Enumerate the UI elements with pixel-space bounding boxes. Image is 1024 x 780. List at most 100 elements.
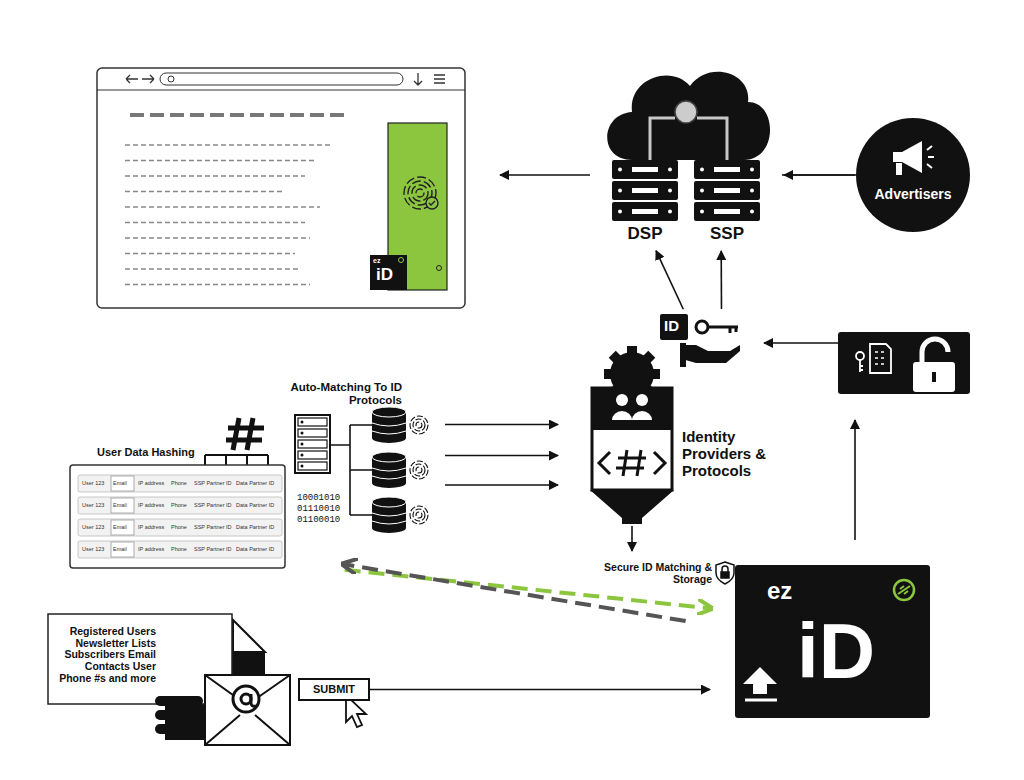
- text-label: Advertisers: [856, 186, 970, 203]
- server-led: [700, 168, 704, 172]
- server-unit: [612, 160, 678, 179]
- text-placeholder: [125, 160, 315, 162]
- server-led: [618, 189, 622, 193]
- circle-shape: [412, 185, 428, 201]
- circle-shape: [616, 394, 628, 406]
- path-shape: [226, 418, 264, 450]
- rect-shape: [155, 710, 203, 720]
- cloud: [607, 72, 770, 160]
- rect-shape: [97, 68, 465, 308]
- server-stacks: [612, 160, 760, 221]
- circle-shape: [168, 76, 174, 82]
- path-shape: [429, 201, 435, 205]
- table-cell: Phone: [171, 524, 187, 531]
- table-cell: Email: [113, 546, 127, 553]
- path-shape: [927, 146, 934, 168]
- arrow: [854, 420, 856, 540]
- data-table: [70, 465, 285, 568]
- table-cell: Phone: [171, 480, 187, 487]
- g-shape: [125, 145, 330, 285]
- ezid-box: eziD: [735, 565, 930, 718]
- table-cell: User 123: [82, 524, 104, 531]
- path-shape: [716, 562, 734, 584]
- rect-shape: [592, 388, 672, 490]
- email-cell: [111, 542, 134, 557]
- fingerprint: [410, 506, 428, 524]
- ad-badge: eziD: [370, 255, 407, 290]
- path-shape: [870, 344, 891, 373]
- stack-icon: [155, 696, 203, 734]
- server-unit: [694, 181, 760, 200]
- path-shape: [233, 620, 265, 652]
- table-cell: User 123: [82, 502, 104, 509]
- fingerprint: [416, 467, 422, 473]
- circle-shape: [636, 394, 648, 406]
- circle-shape: [404, 177, 436, 209]
- contact-card: Registered Users Newsletter Lists Subscr…: [48, 614, 232, 704]
- text-placeholder: [125, 284, 310, 286]
- path-shape: [682, 345, 740, 363]
- advertisers-circle: Advertisers: [856, 118, 974, 232]
- arrow: [500, 174, 590, 176]
- arrow: [764, 342, 838, 344]
- databases: [372, 407, 428, 533]
- path-shape: [708, 327, 738, 333]
- connector: [656, 251, 683, 310]
- text-label: SSP: [690, 224, 764, 244]
- circle-shape: [399, 258, 404, 263]
- table-cell: IP address: [138, 480, 164, 487]
- fingerprint: [413, 509, 425, 521]
- text-label: SUBMIT: [313, 683, 355, 696]
- table-cell: Email: [113, 480, 127, 487]
- rect-shape: [155, 724, 203, 734]
- circle-shape: [856, 352, 864, 360]
- path-shape: [251, 694, 256, 706]
- identity-providers: Identity Providers & Protocols: [588, 348, 774, 553]
- text-label: DSP: [608, 224, 682, 244]
- line-shape: [97, 90, 465, 91]
- table-cell: SSP Partner ID: [194, 546, 232, 553]
- server-led: [700, 189, 704, 193]
- ssp-server: SSP: [690, 158, 768, 248]
- fingerprint: [413, 419, 425, 431]
- table-cell: SSP Partner ID: [194, 480, 232, 487]
- rect-shape: [753, 684, 767, 694]
- circle-shape: [675, 101, 697, 123]
- fingerprint: [416, 422, 422, 428]
- table-cell: Phone: [171, 502, 187, 509]
- circle-shape: [696, 321, 708, 333]
- path-shape: [612, 411, 652, 420]
- path-shape: [743, 667, 777, 684]
- email-cell: [111, 498, 134, 513]
- server-led: [618, 210, 622, 214]
- database-top: [372, 497, 406, 507]
- rect-shape: [735, 565, 930, 718]
- submit-button: SUBMIT: [298, 678, 370, 701]
- path-shape: [590, 490, 674, 524]
- rack-led: [301, 432, 304, 435]
- circle-shape: [416, 189, 424, 197]
- g-shape: [298, 418, 327, 470]
- server-unit: [612, 181, 678, 200]
- id-key: ID: [660, 312, 742, 370]
- circle-shape: [233, 686, 259, 712]
- connector: [370, 689, 710, 691]
- rack-slot: [298, 429, 327, 437]
- table-row: [78, 475, 282, 492]
- rack-slot: [298, 418, 327, 426]
- rect-shape: [295, 415, 330, 473]
- text-label: Registered Users Newsletter Lists Subscr…: [52, 626, 156, 685]
- server-led: [750, 189, 754, 193]
- text-placeholder: [125, 175, 305, 177]
- table-cell: SSP Partner ID: [194, 502, 232, 509]
- server-unit: [694, 202, 760, 221]
- email-cell: [111, 520, 134, 535]
- server-led: [700, 210, 704, 214]
- dsp-server: DSP: [608, 158, 686, 248]
- server-slot: [632, 209, 658, 214]
- connector: [445, 484, 558, 486]
- rect-shape: [205, 675, 290, 745]
- server-unit: [694, 160, 760, 179]
- lock-box: [838, 332, 970, 394]
- rect-shape: [838, 332, 970, 394]
